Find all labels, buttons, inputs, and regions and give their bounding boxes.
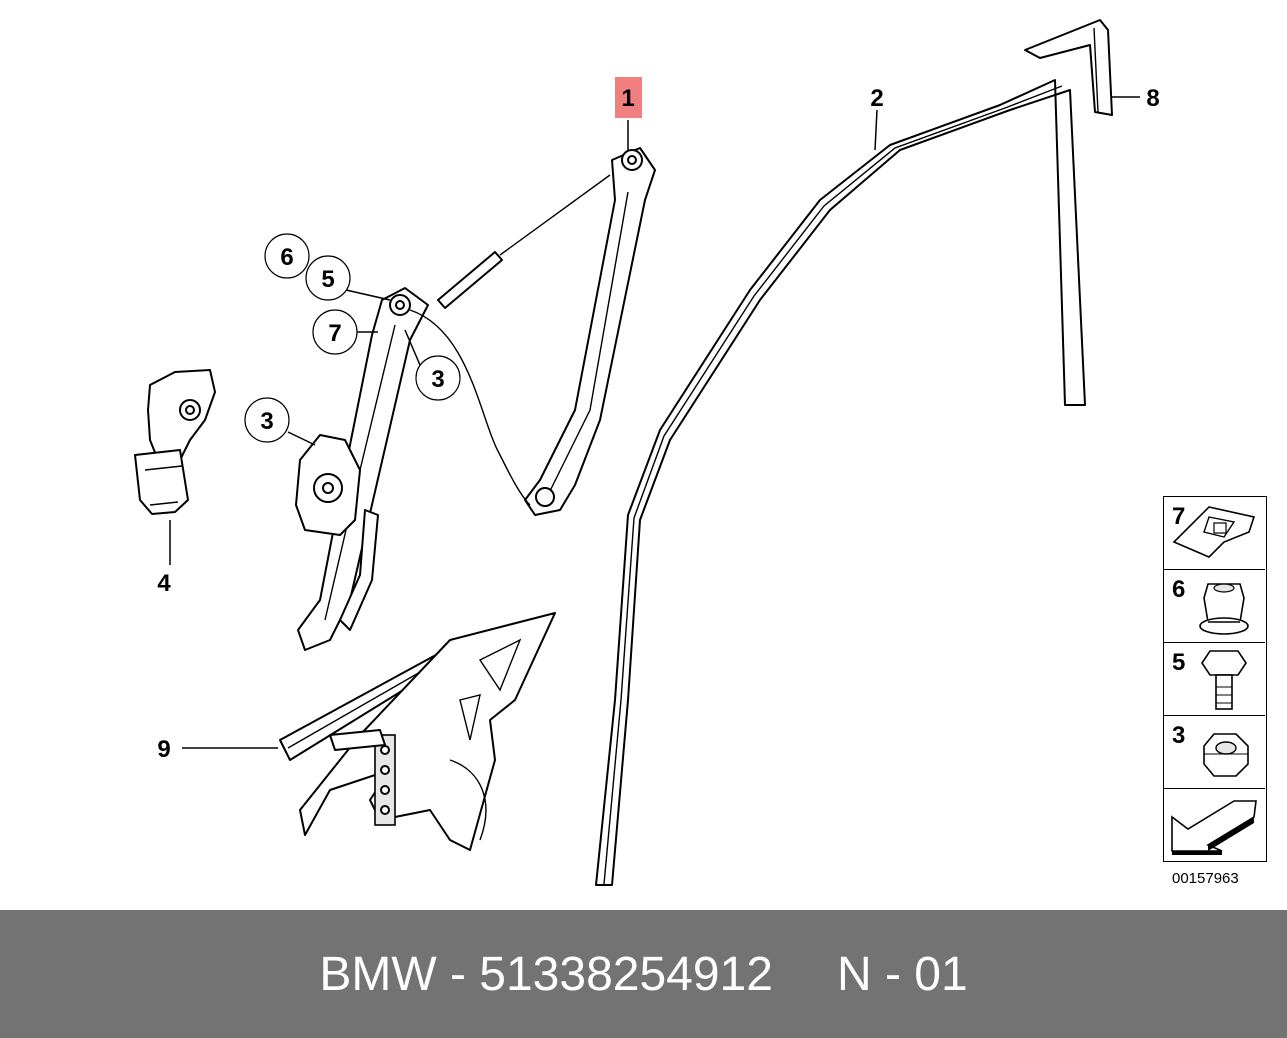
footer-caption: BMW - 51338254912 N - 01 <box>0 910 1287 1038</box>
callout-8-label: 8 <box>1146 85 1159 112</box>
callout-6: 6 <box>264 233 310 279</box>
callout-4-label: 4 <box>157 570 171 597</box>
inset-item-7: 7 <box>1164 497 1265 570</box>
small-parts-inset: 7 6 5 3 <box>1163 496 1267 862</box>
window-seal-drawing <box>595 79 1086 886</box>
callout-3b: 3 <box>244 397 290 443</box>
window-regulator-drawing <box>295 147 656 651</box>
callout-3b-label: 3 <box>260 408 273 435</box>
arrow-icon <box>1171 800 1257 855</box>
callout-6-label: 6 <box>280 244 293 271</box>
callout-7: 7 <box>312 309 358 355</box>
callout-1-label: 1 <box>621 85 634 112</box>
corner-trim-drawing <box>1024 19 1113 116</box>
leader-lines <box>169 96 1140 749</box>
callout-2-label: 2 <box>870 85 883 112</box>
window-guide-drawing <box>279 612 556 851</box>
inset-item-number: 7 <box>1172 503 1186 530</box>
nut-icon <box>1199 583 1249 635</box>
position-label: N - 01 <box>836 947 968 1001</box>
inset-item-number: 3 <box>1172 722 1186 749</box>
hex-bolt-icon <box>1201 650 1247 710</box>
part-number-label: BMW - 51338254912 <box>319 947 773 1001</box>
parts-diagram: 1 2 8 6 5 7 3 3 4 9 <box>134 19 1160 886</box>
inset-direction-arrow <box>1164 789 1265 862</box>
inset-item-number: 5 <box>1172 649 1186 676</box>
clip-nut-icon <box>1172 506 1256 558</box>
inset-item-5: 5 <box>1164 643 1265 716</box>
callout-5-label: 5 <box>321 266 334 293</box>
hex-nut-icon <box>1203 733 1249 777</box>
callout-highlight <box>615 77 642 118</box>
inset-item-6: 6 <box>1164 570 1265 643</box>
callout-9-label: 9 <box>157 736 170 763</box>
diagram-code: 00157963 <box>1172 870 1239 887</box>
callout-1: 1 <box>615 77 642 118</box>
callout-7-label: 7 <box>328 320 341 347</box>
callout-3a: 3 <box>415 355 461 401</box>
inset-item-number: 6 <box>1172 576 1186 603</box>
window-motor-drawing <box>134 369 216 515</box>
callout-3a-label: 3 <box>431 366 444 393</box>
inset-item-3: 3 <box>1164 716 1265 789</box>
footer-bar: BMW - 51338254912 N - 01 <box>0 910 1287 1038</box>
callout-5: 5 <box>305 255 351 301</box>
diagram-drawing: 1 2 8 6 5 7 3 3 4 9 <box>134 19 1160 886</box>
